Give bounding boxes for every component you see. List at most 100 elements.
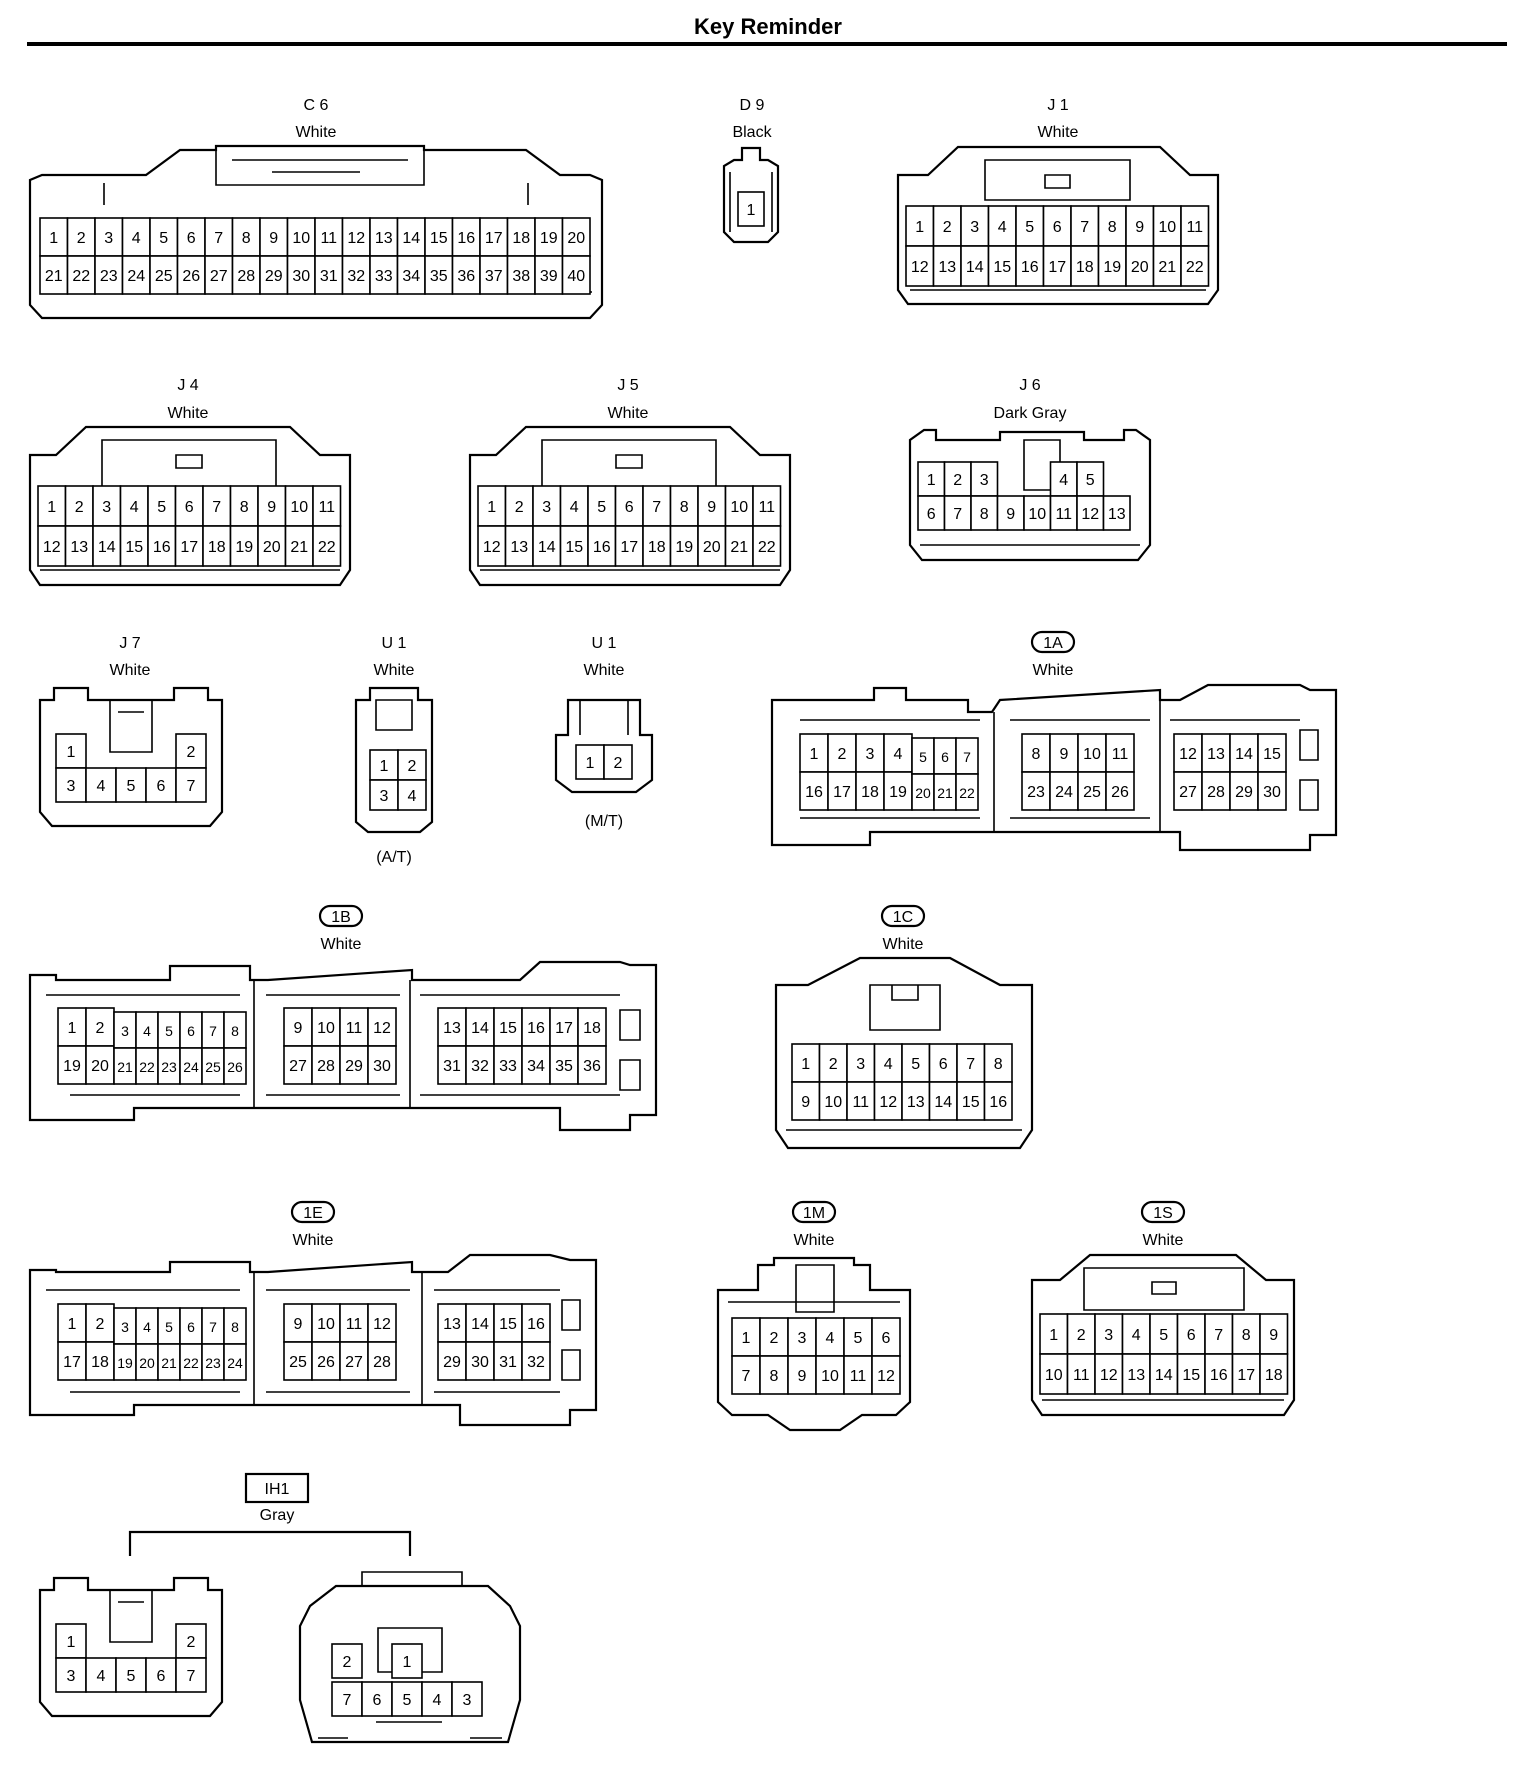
pin-label: 3 [380,788,389,805]
pin-label: 27 [345,1354,363,1371]
pin-label: 30 [373,1058,391,1075]
pin-cell [873,1081,903,1121]
pin-cell [1039,1353,1069,1395]
pin-cell [871,1317,901,1357]
pin-label: 3 [102,499,111,516]
pin-label: 1 [68,1020,77,1037]
pin-label: 6 [187,1319,195,1335]
pin-cell [397,779,427,811]
connector-c6-outline [28,144,604,320]
pin-cell [176,255,206,295]
pin-cell [421,1681,453,1717]
connector-1a-code: 1A [1043,635,1063,652]
connector-j4-code: J 4 [177,377,198,394]
pin-cell [437,1007,467,1047]
pin-label: 3 [104,230,113,247]
pin-label: 15 [499,1020,517,1037]
connector-c6-code: C 6 [304,97,329,114]
pin-label: 17 [63,1354,81,1371]
pin-label: 16 [1021,259,1039,276]
pin-label: 11 [1186,219,1203,236]
pin-cell [587,485,617,527]
pin-label: 1 [586,755,595,772]
pin-label: 9 [267,499,276,516]
pin-cell [1204,1353,1234,1395]
pin-cell [283,1007,313,1047]
pin-label: 21 [290,539,308,556]
pin-label: 32 [471,1058,489,1075]
pin-label: 13 [443,1020,461,1037]
pin-cell [479,255,509,295]
pin-cell [312,525,342,567]
pin-label: 8 [240,499,249,516]
pin-cell [361,1681,393,1717]
pin-label: 19 [675,539,693,556]
pin-label: 3 [542,499,551,516]
pin-label: 6 [187,230,196,247]
pin-label: 12 [347,230,365,247]
pin-cell [724,525,754,567]
pin-label: 1 [68,1316,77,1333]
pin-cell [311,1045,341,1085]
pin-label: 11 [1073,1367,1090,1384]
pin-label: 2 [75,499,84,516]
pin-cell [465,1303,495,1343]
pin-cell [855,771,885,811]
pin-label: 1 [801,1056,810,1073]
pin-label: 8 [680,499,689,516]
pin-cell [257,485,287,527]
pin-label: 2 [187,744,196,761]
pin-cell [92,525,122,567]
pin-cell [759,1355,789,1395]
pin-label: 5 [1086,472,1095,489]
pin-cell [391,1681,423,1717]
pin-label: 16 [527,1316,545,1333]
pin-label: 13 [1127,1367,1145,1384]
pin-cell [1201,771,1231,811]
pin-cell [1257,771,1287,811]
pin-label: 36 [583,1058,601,1075]
pin-cell [1105,733,1135,773]
pin-label: 2 [515,499,524,516]
pin-cell [987,245,1017,287]
pin-label: 25 [155,268,173,285]
pin-cell [983,1081,1013,1121]
pin-cell [1152,245,1182,287]
pin-label: 16 [527,1020,545,1037]
pin-label: 6 [625,499,634,516]
pin-label: 3 [856,1056,865,1073]
pin-label: 5 [854,1330,863,1347]
pin-label: 20 [91,1058,109,1075]
pin-label: 18 [208,539,226,556]
pin-cell [55,767,87,803]
pin-label: 15 [1263,746,1281,763]
pin-cell [231,255,261,295]
pin-cell [85,1007,115,1047]
pin-label: 2 [96,1020,105,1037]
pin-label: 21 [45,268,63,285]
pin-label: 27 [210,268,228,285]
pin-label: 31 [320,268,338,285]
pin-label: 1 [380,758,389,775]
connector-d9: D 9 Black 1 [722,97,780,244]
pin-cell [465,1341,495,1381]
pin-label: 13 [375,230,393,247]
pin-label: 26 [227,1059,243,1075]
connector-1c-color: White [883,936,924,953]
pin-label: 2 [343,1654,352,1671]
pin-label: 2 [829,1056,838,1073]
pin-label: 4 [130,499,139,516]
pin-cell [451,255,481,295]
connector-j5-outline [468,425,792,587]
pin-label: 14 [966,259,984,276]
pin-label: 19 [117,1355,133,1371]
pin-label: 16 [805,784,823,801]
pin-cell [145,1657,177,1693]
